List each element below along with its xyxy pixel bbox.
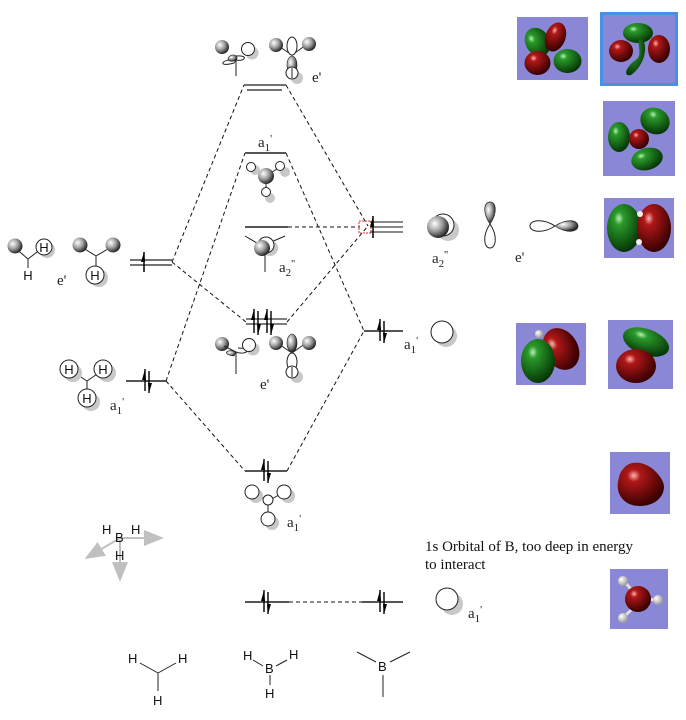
atom-h-label: H <box>153 693 162 708</box>
b-structure: B <box>356 651 411 697</box>
electron-up-arrow <box>141 252 145 272</box>
left-level-e-prime <box>130 252 172 272</box>
electron-pair-arrows <box>261 459 271 483</box>
atom-h-label: H <box>115 548 124 563</box>
correlation-lines <box>165 84 369 603</box>
selection-marker <box>358 220 372 234</box>
correlation-line <box>171 84 245 263</box>
mo-image-a1-prime-antibonding[interactable] <box>603 101 675 176</box>
b-px-orbital <box>529 220 579 232</box>
bh3-axes-sketch: H B H H <box>84 522 164 582</box>
correlation-line <box>165 152 246 382</box>
correlation-line <box>285 84 369 227</box>
atom-b-label: B <box>378 659 387 674</box>
atom-h-label: H <box>265 686 274 701</box>
mo-image-a2-double-prime[interactable] <box>604 198 674 258</box>
b-a2-double-prime-label: a2'' <box>432 249 448 270</box>
atom-h-label: H <box>131 522 140 537</box>
mo-image-e-prime-antibonding-2[interactable] <box>600 12 678 86</box>
atom-h-label: H <box>64 362 73 377</box>
h3-e-prime-label: e' <box>57 273 67 289</box>
mo-image-b-1s-core[interactable] <box>610 569 668 629</box>
electron-pair-arrows <box>377 319 387 343</box>
bh3-a1-prime-bonding-label: a1' <box>287 513 301 534</box>
core-orbital-note: 1s Orbital of B, too deep in energy to i… <box>425 539 634 573</box>
b-pz-orbital <box>427 213 459 241</box>
left-level-a1-prime <box>126 369 166 393</box>
mo-image-e-prime-antibonding-1[interactable] <box>517 17 588 80</box>
right-level-1s <box>362 590 403 614</box>
center-level-e-prime-bonding <box>246 309 287 335</box>
bh3-e-prime-bonding-label: e' <box>260 377 270 393</box>
bh3-a2-double-prime-label: a2'' <box>279 258 295 279</box>
correlation-line <box>286 225 369 323</box>
correlation-line <box>285 152 365 332</box>
bh3-a1-prime-bonding-orbital <box>244 484 295 530</box>
atom-h-label: H <box>90 268 99 283</box>
b-py-orbital <box>484 201 496 249</box>
right-level-2s <box>364 319 403 343</box>
atom-b-label: B <box>115 530 124 545</box>
bh3-a2-double-prime-orbital <box>244 235 286 272</box>
electron-pair-arrows <box>142 369 152 393</box>
bh3-a1-prime-antibonding-orbital <box>246 161 290 203</box>
atom-h-label: H <box>23 268 32 283</box>
correlation-line <box>165 380 246 472</box>
electron-pair-arrows <box>251 309 261 335</box>
bh3-e-prime-antibonding-orbital-1 <box>215 40 259 76</box>
bh3-a1-prime-antibonding-label: a1' <box>258 133 272 154</box>
mo-image-e-prime-bonding-1[interactable] <box>516 323 586 385</box>
atom-h-label: H <box>243 648 252 663</box>
bh3-e-prime-bonding-orbital-1 <box>215 337 260 374</box>
atom-h-label: H <box>289 647 298 662</box>
atom-h-label: H <box>102 522 111 537</box>
correlation-line <box>171 261 247 323</box>
atom-h-label: H <box>82 391 91 406</box>
bh3-e-prime-antibonding-label: e' <box>312 70 322 86</box>
h3-e-prime-orbital-2: H <box>72 237 121 287</box>
electron-pair-arrows <box>264 309 274 335</box>
atom-b-label: B <box>265 661 274 676</box>
mo-image-e-prime-bonding-2[interactable] <box>608 320 673 389</box>
atom-h-label: H <box>98 362 107 377</box>
h3-structure: H H H <box>128 651 187 708</box>
mo-image-a1-prime-bonding[interactable] <box>610 452 670 514</box>
correlation-line <box>286 330 365 472</box>
center-level-1s-core <box>245 590 289 614</box>
center-level-e-prime-antibonding <box>244 84 286 91</box>
bh3-e-prime-bonding-orbital-2 <box>269 333 316 383</box>
electron-up-arrow <box>370 216 374 238</box>
atom-h-label: H <box>39 240 48 255</box>
center-level-a1-prime-bonding <box>245 459 287 483</box>
bh3-structure: H B H H <box>243 647 298 701</box>
bh3-e-prime-antibonding-orbital-2 <box>269 36 316 84</box>
atom-h-label: H <box>128 651 137 666</box>
b-2s-label: a1' <box>404 335 418 356</box>
right-level-2p <box>358 216 403 238</box>
h3-a1-prime-label: a1' <box>110 396 124 417</box>
h3-e-prime-orbital-1: H H <box>7 238 55 283</box>
h-orbital-positive <box>7 238 23 254</box>
electron-pair-arrows <box>261 590 271 614</box>
b-1s-orbital <box>435 587 463 615</box>
b-2s-orbital <box>430 320 457 347</box>
b-1s-label: a1' <box>468 604 482 625</box>
b-e-prime-label: e' <box>515 250 525 266</box>
h3-a1-prime-orbital: H H H <box>59 359 116 411</box>
atom-h-label: H <box>178 651 187 666</box>
electron-pair-arrows <box>377 590 387 614</box>
